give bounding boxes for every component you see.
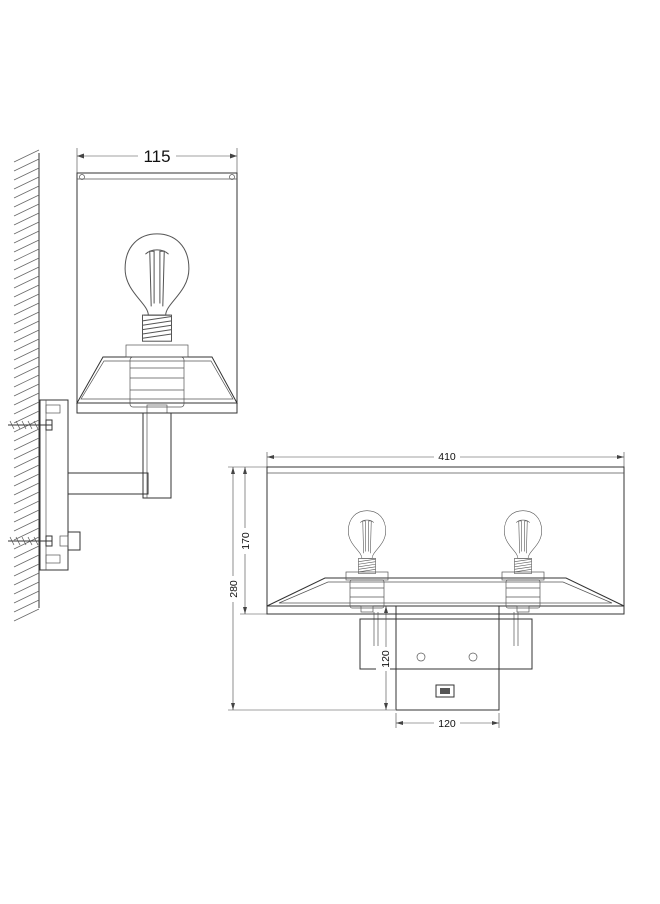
side-screws [8, 419, 53, 547]
wall-hatch-line [13, 527, 40, 541]
wall-hatch-line [13, 302, 40, 316]
wall-hatch-line [13, 590, 40, 604]
wall-hatch-line [13, 176, 40, 190]
wall-hatch-line [13, 329, 40, 343]
side-carrier [76, 356, 238, 404]
wall-hatch-line [13, 338, 40, 352]
wall-hatch-line [13, 563, 40, 577]
wall-hatch-line [13, 158, 40, 172]
wall-hatch-line [13, 374, 40, 388]
total-height-label: 280 [228, 580, 240, 598]
wall-hatch-line [13, 599, 40, 613]
wall-hatch-line [13, 473, 40, 487]
wall-hatch-line [13, 293, 40, 307]
wall-hatch-line [13, 320, 40, 334]
wall-hatch-line [13, 455, 40, 469]
wall-hatch-line [13, 383, 40, 397]
wall-hatch-line [13, 212, 40, 226]
front-bulb-right [501, 510, 545, 613]
wall-hatch-line [13, 401, 40, 415]
wall-hatch-line [13, 554, 40, 568]
dimension-backplate-height: 120 [376, 606, 392, 710]
wall-hatch-line [13, 311, 40, 325]
backplate-height-label: 120 [380, 650, 392, 668]
front-carrier [266, 577, 625, 607]
switch-icon [435, 684, 455, 698]
wall-hatch-line [13, 347, 40, 361]
wall-hatch-line [13, 167, 40, 181]
side-arm [67, 412, 172, 499]
wall-hatch-line [13, 572, 40, 586]
wall-hatch-line [13, 248, 40, 262]
dimension-shade-height: 170 [236, 467, 275, 615]
backplate-width-label: 120 [438, 718, 456, 730]
wall-hatch-line [13, 203, 40, 217]
front-stems [373, 612, 519, 646]
wall-hatch-line [13, 410, 40, 424]
wall-hatch-line [13, 500, 40, 514]
wall-hatch-line [13, 608, 40, 622]
wall-hatch-line [13, 437, 40, 451]
wall-hatch-line [13, 446, 40, 460]
side-width-label: 115 [143, 147, 170, 166]
wall-hatch-line [13, 149, 40, 163]
dimension-total-height: 280 [224, 466, 395, 711]
wall-hatch-line [13, 518, 40, 532]
shade-height-label: 170 [240, 532, 252, 550]
front-view: 410 280 170 [224, 449, 625, 730]
front-backplate [395, 605, 500, 711]
wall-hatch-line [13, 284, 40, 298]
front-bulb-left [345, 510, 389, 613]
wall-hatch-line [13, 581, 40, 595]
wall-hatch-line [13, 185, 40, 199]
front-width-label: 410 [438, 451, 456, 463]
wall-hatch-line [13, 239, 40, 253]
wall-hatch-line [13, 428, 40, 442]
wall-hatch-line [13, 509, 40, 523]
wall-hatch-line [13, 194, 40, 208]
wall-hatch-line [13, 464, 40, 478]
wall-hatch-line [13, 545, 40, 559]
wall-hatch-line [13, 221, 40, 235]
wall-hatch-line [13, 419, 40, 433]
wall-hatch-line [13, 275, 40, 289]
dimension-front-width: 410 [266, 449, 625, 470]
wall-hatch-line [13, 491, 40, 505]
side-view: 115 [8, 146, 238, 622]
wall-hatch-line [13, 392, 40, 406]
wall-hatch-line [13, 356, 40, 370]
side-shade [76, 172, 238, 414]
wall-hatch-line [13, 482, 40, 496]
wall-hatch-line [13, 266, 40, 280]
front-shade [266, 466, 625, 615]
wall-section [13, 149, 40, 622]
side-bulb [124, 233, 190, 414]
front-bar [359, 618, 533, 670]
wall-hatch-line [13, 230, 40, 244]
wall-hatch-line [13, 365, 40, 379]
wall-hatch-line [13, 257, 40, 271]
dimension-side-width: 115 [76, 146, 238, 178]
dimension-backplate-width: 120 [395, 713, 500, 730]
